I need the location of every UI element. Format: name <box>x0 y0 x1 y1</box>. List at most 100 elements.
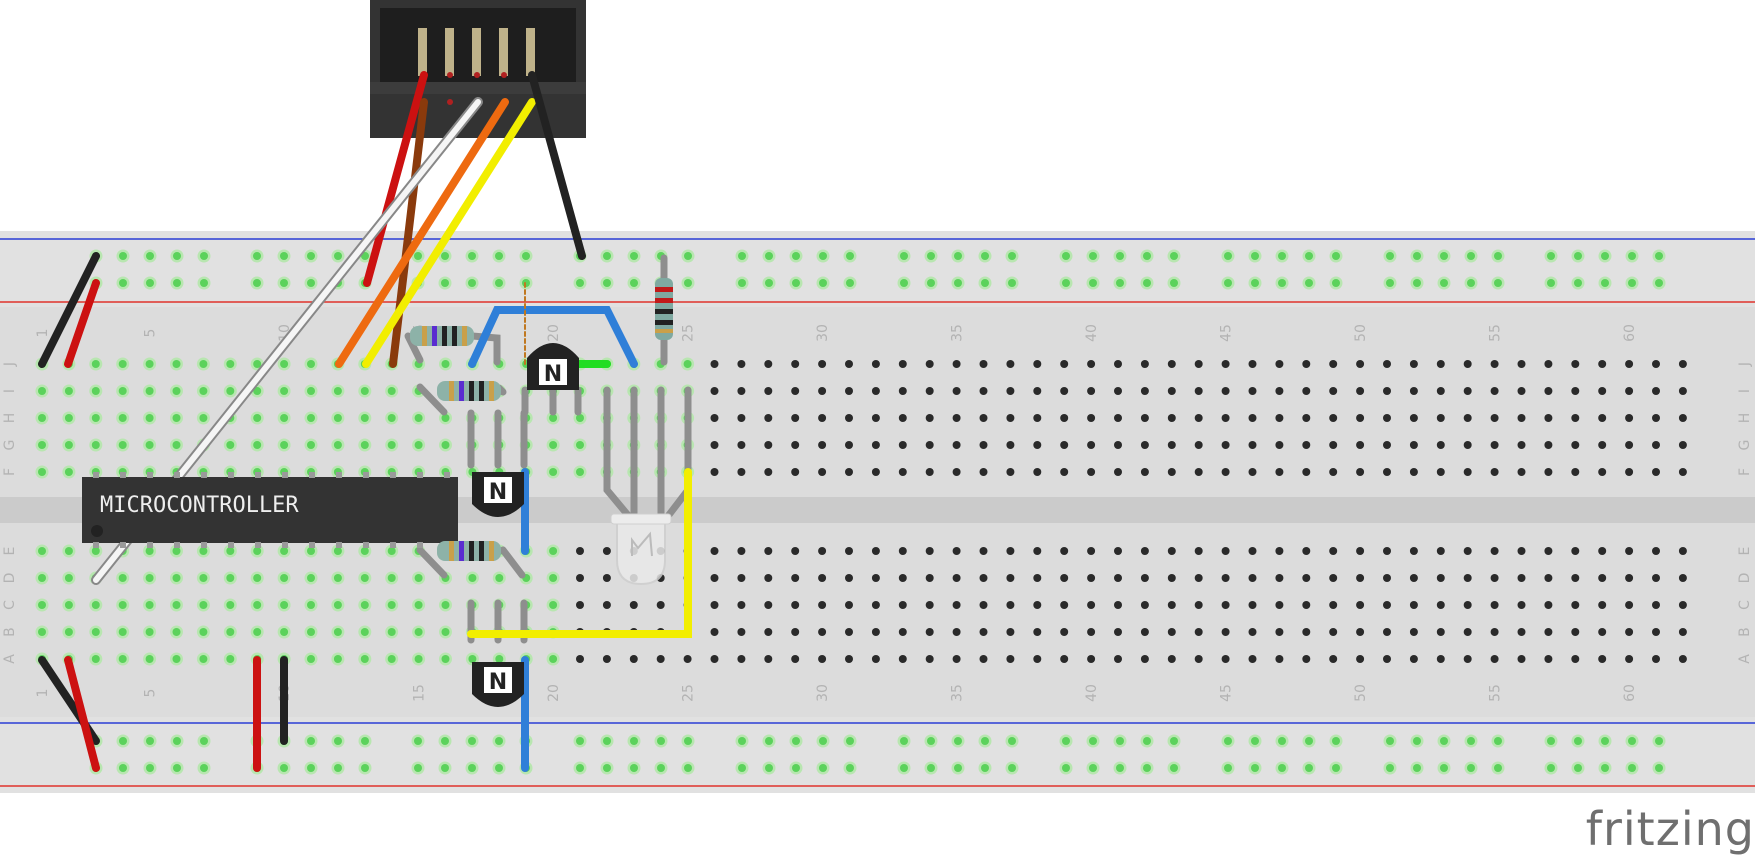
breadboard-hole[interactable] <box>1275 655 1284 663</box>
breadboard-hole[interactable] <box>199 414 208 422</box>
breadboard-hole[interactable] <box>1490 547 1499 555</box>
breadboard-hole[interactable] <box>1463 547 1472 555</box>
rail-hole[interactable] <box>307 737 315 745</box>
rail-hole[interactable] <box>280 279 288 287</box>
rail-hole[interactable] <box>1601 252 1609 260</box>
breadboard-hole[interactable] <box>1194 414 1203 422</box>
breadboard-hole[interactable] <box>1652 547 1660 555</box>
breadboard-hole[interactable] <box>1087 468 1096 476</box>
breadboard-hole[interactable] <box>38 547 46 555</box>
rail-hole[interactable] <box>1251 764 1259 772</box>
breadboard-hole[interactable] <box>38 441 46 449</box>
breadboard-hole[interactable] <box>1087 360 1096 368</box>
breadboard-hole[interactable] <box>791 574 800 582</box>
breadboard-hole[interactable] <box>1571 547 1580 555</box>
breadboard-hole[interactable] <box>1356 655 1365 663</box>
breadboard-hole[interactable] <box>1114 628 1122 636</box>
breadboard-hole[interactable] <box>172 441 181 449</box>
breadboard-hole[interactable] <box>791 441 800 449</box>
breadboard-hole[interactable] <box>1356 628 1365 636</box>
breadboard-hole[interactable] <box>468 655 477 663</box>
rail-hole[interactable] <box>1251 737 1259 745</box>
breadboard-hole[interactable] <box>549 547 558 555</box>
rail-hole[interactable] <box>1494 279 1502 287</box>
rail-hole[interactable] <box>200 279 208 287</box>
breadboard-hole[interactable] <box>1033 360 1042 368</box>
breadboard-hole[interactable] <box>1329 360 1338 368</box>
rail-hole[interactable] <box>657 764 665 772</box>
rail-hole[interactable] <box>146 252 154 260</box>
breadboard-hole[interactable] <box>871 574 880 582</box>
breadboard-hole[interactable] <box>253 574 262 582</box>
breadboard-hole[interactable] <box>91 547 100 555</box>
rail-hole[interactable] <box>1062 252 1070 260</box>
breadboard-hole[interactable] <box>280 360 289 368</box>
rail-hole[interactable] <box>414 737 422 745</box>
breadboard-hole[interactable] <box>737 360 746 368</box>
rail-hole[interactable] <box>630 764 638 772</box>
breadboard-hole[interactable] <box>1383 628 1391 636</box>
rail-hole[interactable] <box>1305 252 1313 260</box>
breadboard-hole[interactable] <box>1167 441 1176 449</box>
breadboard-hole[interactable] <box>387 441 396 449</box>
breadboard-hole[interactable] <box>253 387 262 395</box>
breadboard-hole[interactable] <box>280 628 289 636</box>
breadboard-hole[interactable] <box>791 655 800 663</box>
breadboard-hole[interactable] <box>952 601 961 609</box>
breadboard-hole[interactable] <box>118 628 127 636</box>
breadboard-hole[interactable] <box>1194 547 1203 555</box>
rail-hole[interactable] <box>1413 737 1421 745</box>
breadboard-hole[interactable] <box>1329 468 1338 476</box>
breadboard-hole[interactable] <box>1221 628 1230 636</box>
breadboard-hole[interactable] <box>118 387 127 395</box>
breadboard-hole[interactable] <box>145 628 154 636</box>
breadboard-hole[interactable] <box>979 387 988 395</box>
breadboard-hole[interactable] <box>818 574 827 582</box>
rail-hole[interactable] <box>738 279 746 287</box>
breadboard-hole[interactable] <box>64 547 73 555</box>
rgb-led[interactable] <box>610 513 672 586</box>
breadboard-hole[interactable] <box>1275 360 1284 368</box>
breadboard-hole[interactable] <box>1409 360 1418 368</box>
rail-hole[interactable] <box>1089 252 1097 260</box>
breadboard-hole[interactable] <box>38 468 46 476</box>
breadboard-hole[interactable] <box>1409 628 1418 636</box>
breadboard-hole[interactable] <box>1221 387 1230 395</box>
breadboard-hole[interactable] <box>199 360 208 368</box>
rail-hole[interactable] <box>146 279 154 287</box>
breadboard-hole[interactable] <box>1087 655 1096 663</box>
breadboard-hole[interactable] <box>1087 387 1096 395</box>
breadboard-hole[interactable] <box>1544 441 1553 449</box>
rail-hole[interactable] <box>253 279 261 287</box>
rail-hole[interactable] <box>927 764 935 772</box>
breadboard-hole[interactable] <box>925 441 934 449</box>
breadboard-hole[interactable] <box>764 574 773 582</box>
rail-hole[interactable] <box>927 737 935 745</box>
rail-hole[interactable] <box>765 764 773 772</box>
rail-hole[interactable] <box>792 737 800 745</box>
breadboard-hole[interactable] <box>1463 574 1472 582</box>
breadboard-hole[interactable] <box>1652 387 1660 395</box>
rail-hole[interactable] <box>173 764 181 772</box>
breadboard-hole[interactable] <box>1598 655 1607 663</box>
breadboard-hole[interactable] <box>145 547 154 555</box>
breadboard-hole[interactable] <box>898 655 907 663</box>
rail-hole[interactable] <box>495 252 503 260</box>
rail-hole[interactable] <box>900 764 908 772</box>
breadboard-hole[interactable] <box>333 547 342 555</box>
breadboard-hole[interactable] <box>549 441 558 449</box>
resistor[interactable] <box>437 541 501 561</box>
transistor[interactable]: N <box>472 662 524 707</box>
rail-hole[interactable] <box>630 737 638 745</box>
breadboard-hole[interactable] <box>952 441 961 449</box>
breadboard-hole[interactable] <box>1490 387 1499 395</box>
breadboard-hole[interactable] <box>1625 601 1634 609</box>
rail-hole[interactable] <box>495 764 503 772</box>
breadboard-hole[interactable] <box>199 574 208 582</box>
breadboard-hole[interactable] <box>1033 387 1042 395</box>
breadboard-hole[interactable] <box>925 601 934 609</box>
rail-hole[interactable] <box>900 252 908 260</box>
breadboard-hole[interactable] <box>952 547 961 555</box>
breadboard-hole[interactable] <box>1383 468 1391 476</box>
breadboard-hole[interactable] <box>172 387 181 395</box>
